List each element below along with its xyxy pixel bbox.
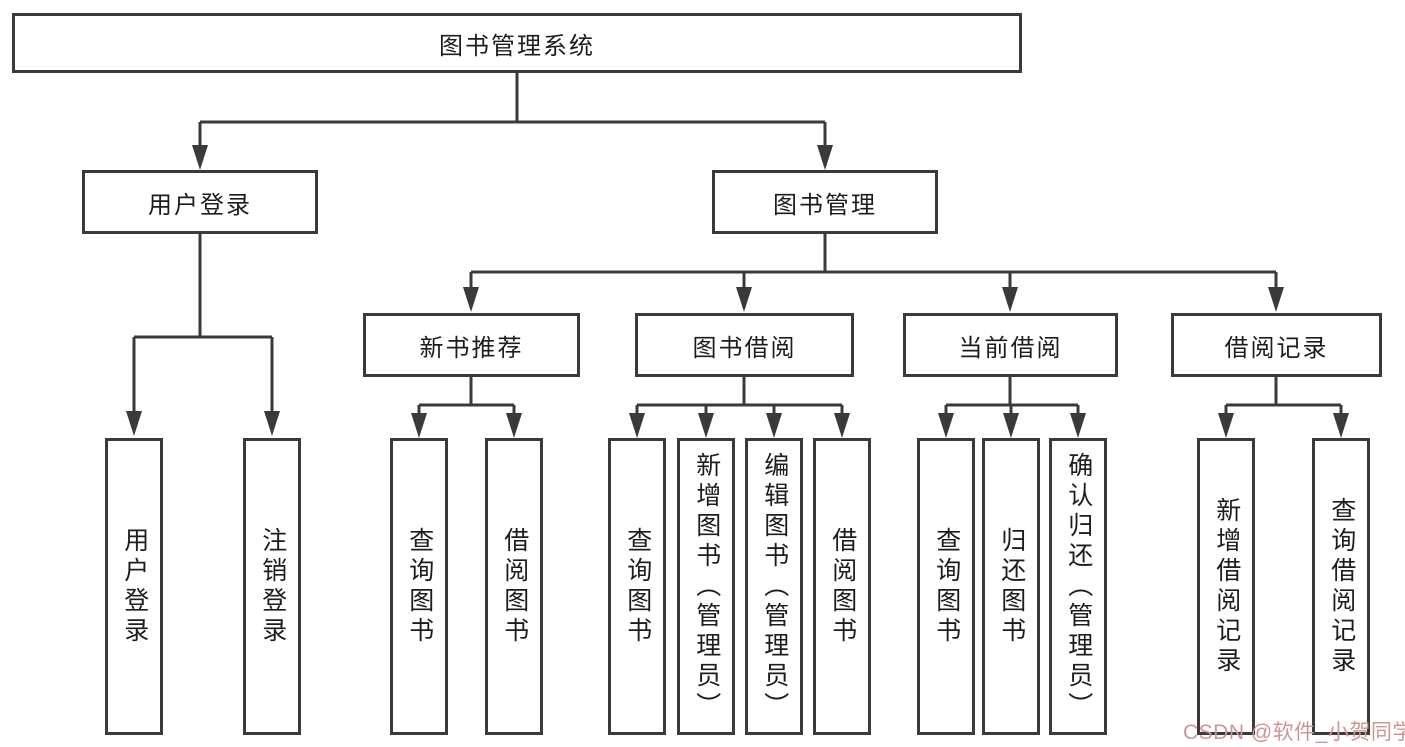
leaf-newbooks-query: 查询图书 — [390, 438, 448, 735]
leaf-records-add: 新增借阅记录 — [1197, 438, 1255, 735]
node-borrowing-records: 借阅记录 — [1171, 313, 1382, 377]
node-new-book-recommend: 新书推荐 — [363, 313, 580, 377]
leaf-borrowing-edit: 编辑图书（管理员） — [745, 438, 803, 735]
leaf-records-query: 查询借阅记录 — [1312, 438, 1370, 735]
node-current-borrowing-label: 当前借阅 — [958, 334, 1063, 362]
tree-edges — [132, 73, 1343, 416]
node-borrowing-records-label: 借阅记录 — [1224, 334, 1329, 362]
leaf-borrowing-borrow: 借阅图书 — [813, 438, 871, 735]
leaf-current-return: 归还图书 — [982, 438, 1040, 735]
leaf-current-return-label: 归还图书 — [997, 526, 1026, 647]
leaf-borrowing-add: 新增图书（管理员） — [677, 438, 735, 735]
node-user-login: 用户登录 — [82, 170, 318, 234]
leaf-logout: 注销登录 — [243, 438, 301, 735]
arrowheads — [126, 145, 1349, 438]
node-user-login-label: 用户登录 — [148, 191, 252, 219]
leaf-borrowing-query-label: 查询图书 — [623, 526, 652, 647]
leaf-current-query: 查询图书 — [917, 438, 975, 735]
csdn-watermark: CSDN @软件_小贺同学 — [1183, 721, 1405, 744]
node-book-borrowing-label: 图书借阅 — [692, 334, 797, 362]
leaf-current-confirm-return: 确认归还（管理员） — [1049, 438, 1107, 735]
leaf-newbooks-query-label: 查询图书 — [405, 526, 434, 647]
node-root: 图书管理系统 — [12, 13, 1022, 73]
leaf-logout-label: 注销登录 — [258, 526, 287, 647]
node-book-borrowing: 图书借阅 — [635, 313, 854, 377]
leaf-current-query-label: 查询图书 — [932, 526, 961, 647]
leaf-records-query-label: 查询借阅记录 — [1327, 496, 1356, 677]
leaf-user-login-label: 用户登录 — [120, 526, 149, 647]
leaf-borrowing-borrow-label: 借阅图书 — [828, 526, 857, 647]
node-root-label: 图书管理系统 — [439, 32, 595, 60]
node-current-borrowing: 当前借阅 — [903, 313, 1118, 377]
leaf-borrowing-add-label: 新增图书（管理员） — [692, 451, 721, 722]
leaf-newbooks-borrow: 借阅图书 — [485, 438, 543, 735]
node-new-book-recommend-label: 新书推荐 — [419, 334, 524, 362]
leaf-borrowing-edit-label: 编辑图书（管理员） — [760, 451, 789, 722]
leaf-current-confirm-return-label: 确认归还（管理员） — [1064, 451, 1093, 722]
node-book-management: 图书管理 — [712, 170, 938, 234]
node-book-management-label: 图书管理 — [773, 191, 877, 219]
leaf-user-login: 用户登录 — [105, 438, 163, 735]
leaf-records-add-label: 新增借阅记录 — [1212, 496, 1241, 677]
leaf-borrowing-query: 查询图书 — [608, 438, 666, 735]
leaf-newbooks-borrow-label: 借阅图书 — [500, 526, 529, 647]
